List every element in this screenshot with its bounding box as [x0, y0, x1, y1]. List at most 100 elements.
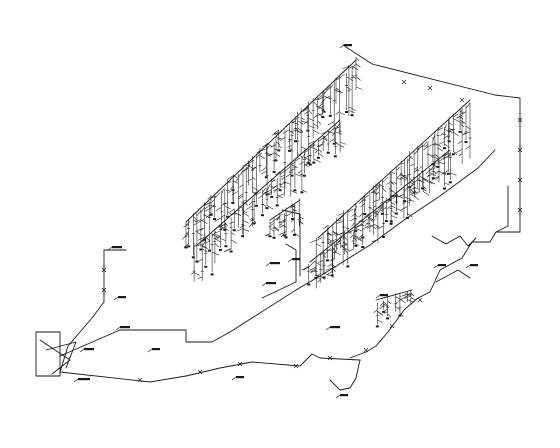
center-cluster-offset	[276, 215, 281, 220]
left-cluster-offset	[342, 65, 350, 70]
left-cluster-lower-offset	[190, 271, 195, 275]
right-manifold-cluster-tag	[398, 314, 402, 317]
right-cluster-lower-tag	[307, 283, 311, 286]
left-cluster-lower-link	[322, 131, 331, 140]
fitting-mark	[101, 267, 107, 273]
right-cluster-lower-offset	[359, 236, 363, 240]
right-cluster-lower-link	[308, 260, 316, 268]
left-cluster-lower-offset	[339, 145, 345, 148]
left-cluster-offset	[262, 143, 268, 148]
annotation-blob	[84, 348, 94, 351]
left-cluster-offset	[312, 129, 320, 134]
right-cluster-offset	[423, 144, 429, 148]
annotation-leader	[339, 44, 345, 49]
right-cluster-lower-link	[362, 219, 368, 223]
left-cluster-lower-link	[211, 231, 217, 237]
left-cluster-offset	[279, 137, 286, 142]
left-cluster-offset	[204, 214, 210, 218]
right-cluster-offset	[349, 229, 355, 233]
right-cluster-offset	[322, 254, 327, 258]
left-cluster-offset	[242, 199, 247, 203]
right-cluster-lower-offset	[426, 173, 434, 178]
right-cluster-offset	[382, 187, 387, 193]
left-cluster-tag	[306, 129, 310, 132]
left-cluster-tag	[288, 149, 292, 152]
left-cluster-offset	[317, 106, 323, 110]
left-cluster-lower-offset	[243, 213, 250, 217]
left-cluster-offset	[301, 120, 308, 124]
right-cluster-lower-link	[429, 165, 435, 172]
right-cluster-offset	[442, 153, 449, 157]
left-cluster-offset	[275, 141, 281, 146]
left-cluster-tag	[195, 260, 199, 263]
left-cluster-offset	[251, 166, 257, 170]
right-cluster-offset	[360, 203, 365, 208]
right-cluster-offset	[391, 189, 396, 194]
right-cluster-lower-offset	[377, 225, 384, 230]
right-cluster-tag	[363, 213, 367, 215]
right-cluster-lower-offset	[403, 199, 410, 203]
left-cluster-lower-tag	[224, 245, 228, 248]
left-cluster-offset	[335, 111, 340, 116]
annotation-blob	[236, 376, 244, 379]
center-cluster-offset	[298, 219, 304, 225]
right-cluster-lower-offset	[396, 208, 403, 212]
right-cluster-lower-offset	[409, 191, 414, 195]
right-cluster-lower-offset	[353, 237, 358, 242]
fitting-mark	[517, 207, 523, 213]
right-cluster-lower-offset	[317, 278, 322, 283]
left-cluster-tag	[231, 202, 235, 204]
left-cluster-lower-offset	[196, 258, 203, 263]
left-cluster-lower-offset	[211, 251, 220, 256]
annotation-leader	[115, 326, 121, 331]
left-cluster-offset	[287, 144, 293, 148]
left-cluster-lower-tag	[293, 189, 297, 192]
right-cluster-offset	[453, 132, 459, 136]
right-manifold-cluster-offset	[377, 319, 383, 323]
annotation-blob	[330, 326, 340, 329]
annotation-blob	[340, 394, 348, 397]
right-cluster-offset	[444, 144, 450, 148]
right-riser-cluster	[301, 99, 472, 289]
right-cluster-offset	[400, 177, 407, 181]
bottom-main-pipe	[59, 353, 361, 383]
right-cluster-offset	[327, 232, 333, 236]
right-manifold-cluster-offset	[395, 296, 402, 300]
left-cluster-lower-offset	[249, 217, 255, 220]
right-cluster-offset	[364, 213, 371, 218]
right-cluster-lower-offset	[419, 176, 426, 181]
right-cluster-offset	[427, 153, 434, 158]
annotation-blob	[270, 262, 280, 265]
left-cluster-offset	[302, 107, 308, 112]
left-cluster-lower-tag	[326, 151, 330, 154]
right-cluster-lower-offset	[408, 187, 415, 192]
annotation-leader	[335, 394, 341, 399]
left-cluster-tag	[254, 204, 258, 207]
center-cluster-offset	[280, 232, 285, 238]
left-cluster-lower-offset	[272, 185, 278, 189]
annotation-leader	[261, 282, 267, 287]
right-cluster-link	[364, 194, 369, 199]
right-cluster-lower-offset	[409, 198, 415, 203]
left-cluster-lower-tag	[302, 174, 306, 177]
fitting-mark	[101, 287, 107, 293]
right-cluster-lower-offset	[415, 190, 420, 195]
right-cluster-lower-offset	[334, 243, 341, 246]
left-cluster-lower-offset	[314, 149, 319, 154]
left-cluster-offset	[229, 186, 234, 191]
left-cluster-offset	[312, 101, 318, 106]
center-cluster-link	[269, 219, 275, 225]
left-cluster-lower-offset	[202, 248, 208, 252]
right-cluster-offset	[413, 186, 420, 190]
center-cluster-tag	[272, 236, 276, 239]
fitting-mark	[237, 361, 243, 367]
right-cluster-link	[382, 177, 389, 183]
left-cluster-offset	[271, 132, 279, 136]
left-cluster-lower-link	[304, 148, 311, 153]
right-manifold-cluster-offset	[380, 302, 384, 307]
right-cluster-lower-offset	[425, 170, 430, 175]
left-cluster-lower-offset	[280, 182, 285, 186]
right-cluster-lower-tag	[448, 181, 452, 184]
right-cluster-offset	[351, 213, 356, 217]
right-cluster-offset	[434, 153, 440, 159]
